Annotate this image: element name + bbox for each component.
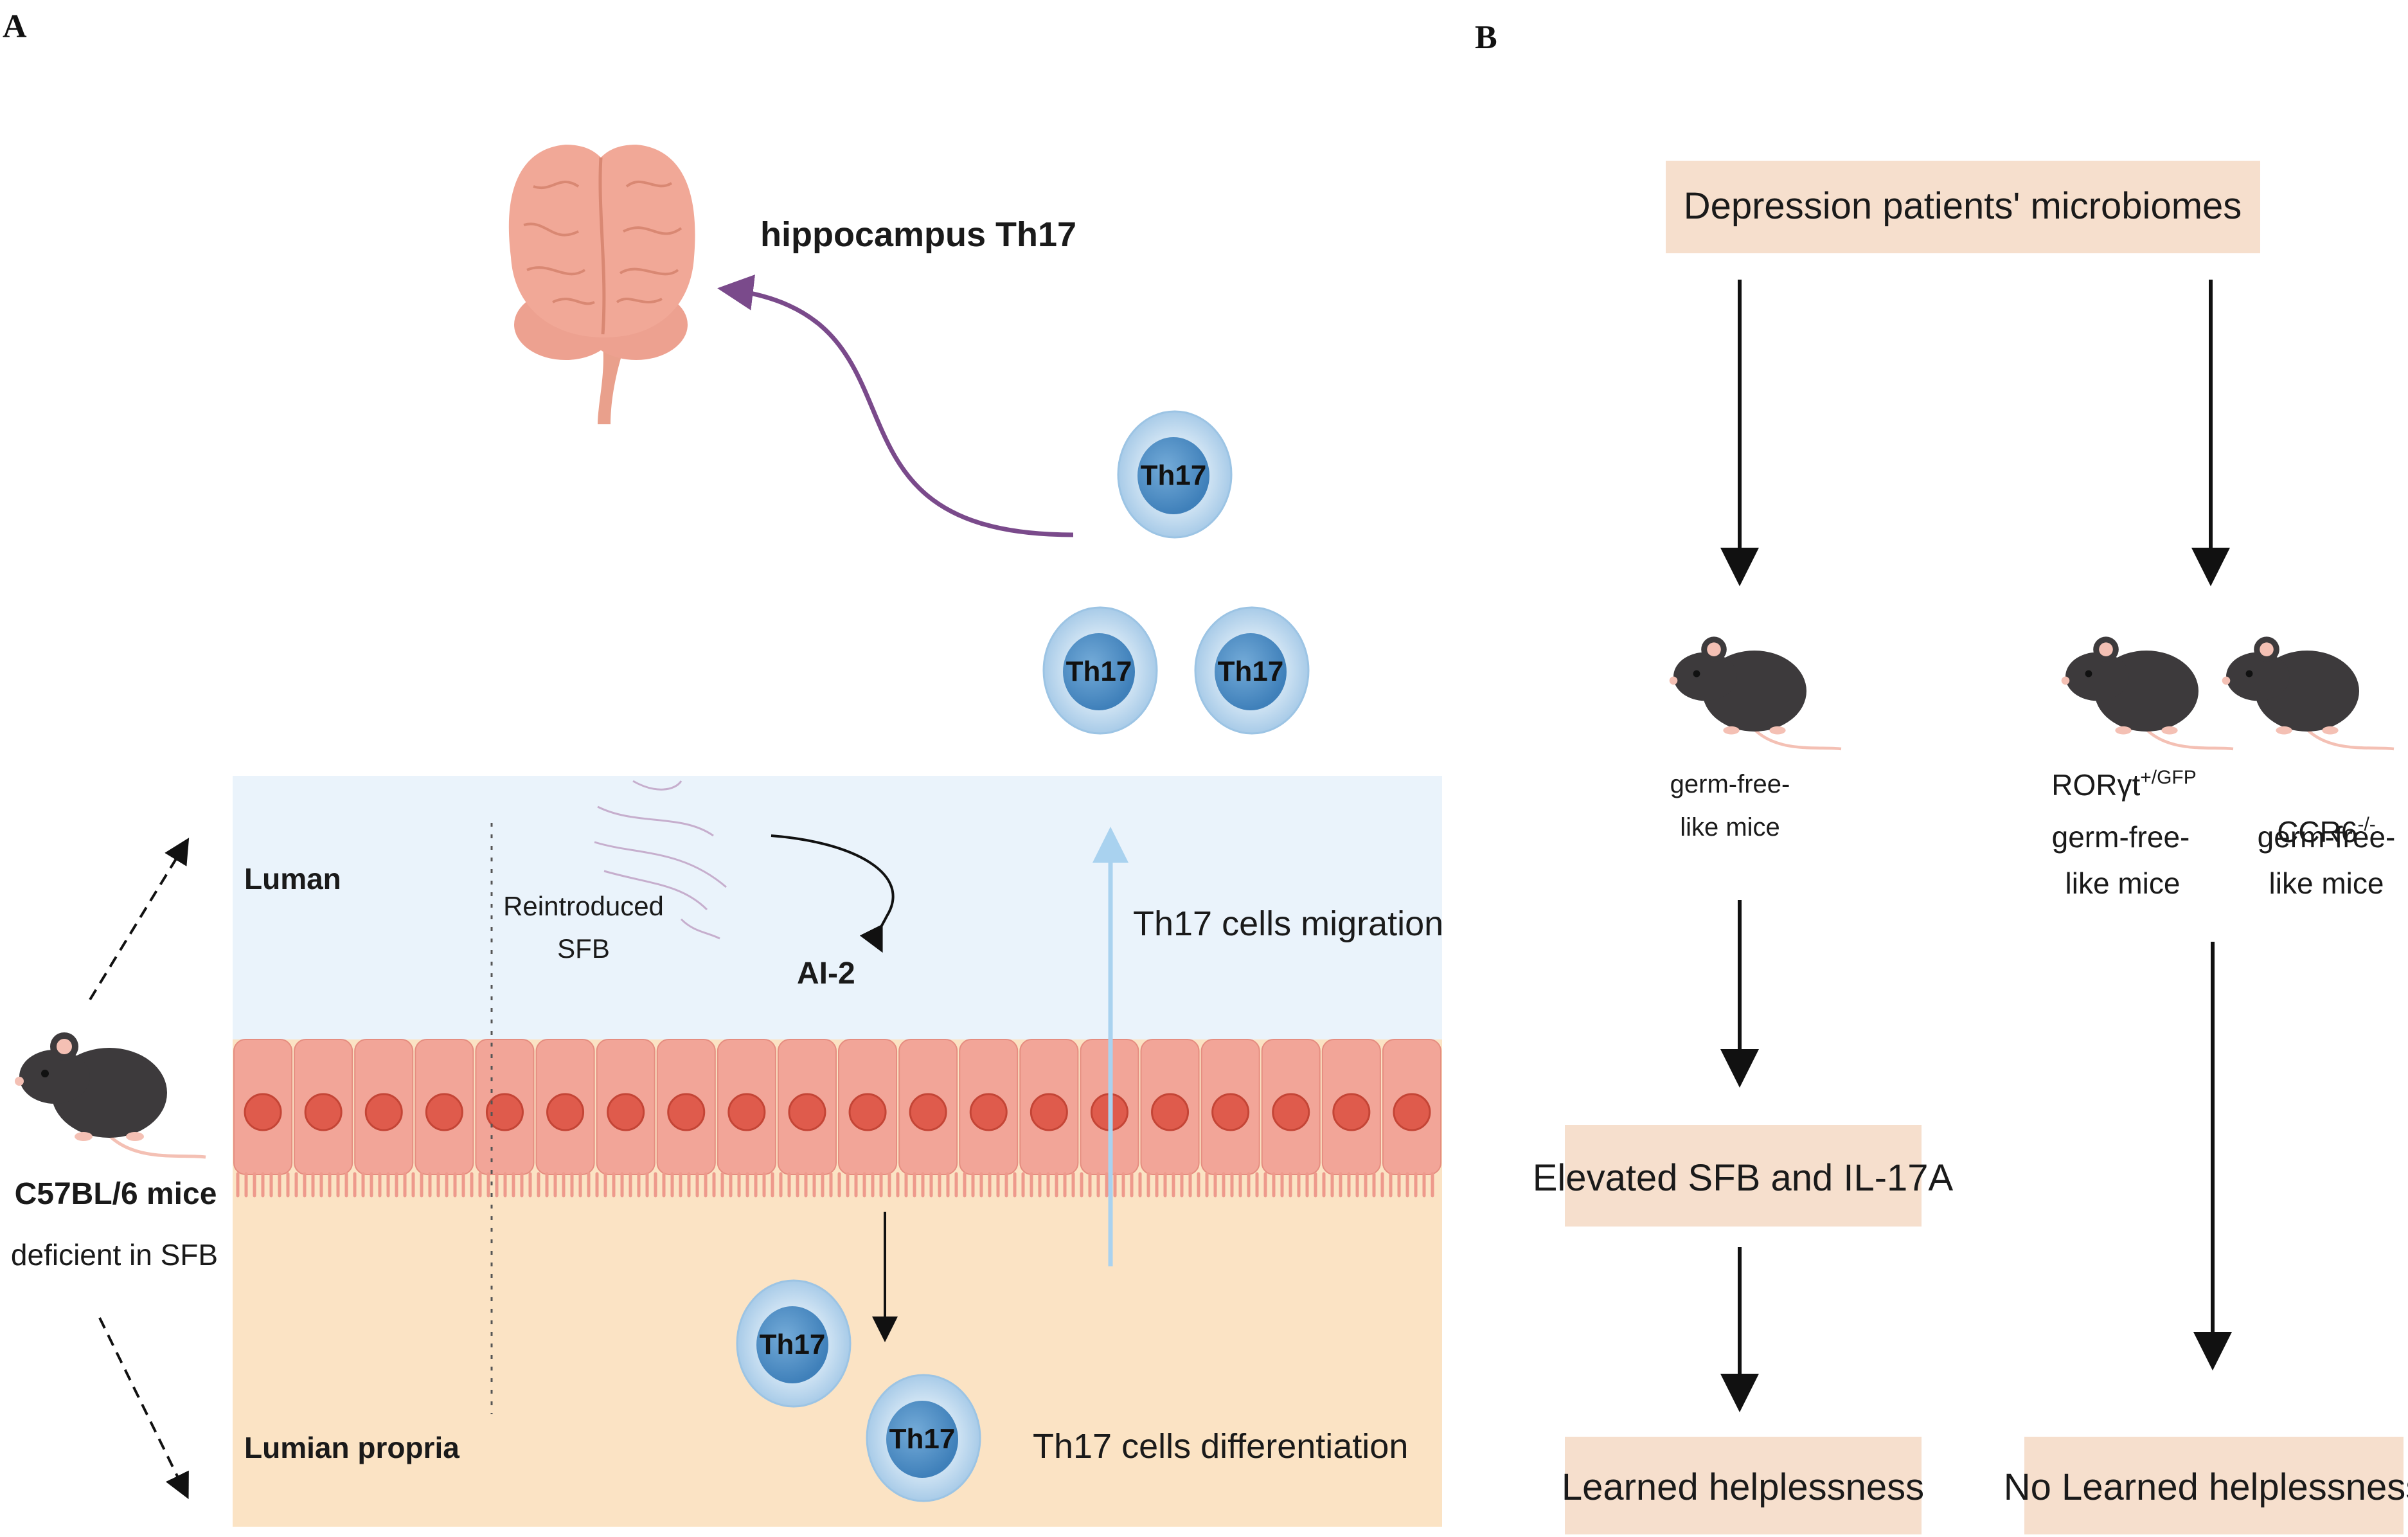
brain-icon [508,145,695,424]
cell-nucleus [909,1093,947,1131]
left-bottom-box-label: Learned helplessness [1562,1466,1924,1508]
ccr6-label-line1: CCR6-/- [2277,814,2376,849]
th17-cell-label: Th17 [760,1329,826,1360]
cell-nucleus [969,1093,1008,1131]
th17-cell-icon: Th17 [1117,410,1233,539]
mouse-label-line1: C57BL/6 mice [15,1177,217,1211]
top-box [1666,161,2260,253]
brain-label: hippocampus Th17 [760,215,1076,254]
migration-label: Th17 cells migration [1133,904,1443,943]
th17-cell-icon: Th17 [866,1374,981,1502]
cell-nucleus [546,1093,585,1131]
panel-b: Depression patients' microbiomes germ-fr… [1533,161,2408,1534]
cell-nucleus [727,1093,766,1131]
cell-nucleus [1151,1093,1190,1131]
cell-nucleus [848,1093,887,1131]
th17-cell-label: Th17 [1218,656,1284,687]
right-bottom-box [2024,1437,2404,1534]
ror-base: RORγt [2051,768,2140,802]
top-box-label: Depression patients' microbiomes [1684,185,2242,227]
sfb-bacteria-icon [594,780,727,940]
cell-nucleus [364,1093,403,1131]
mouse-icon [1670,636,1841,749]
ccr6-label-line3: like mice [2269,867,2384,900]
ror-sup: +/GFP [2140,767,2197,788]
right-bottom-box-label: No Learned helplessness [2004,1466,2408,1508]
left-mouse-label-line1: germ-free- [1670,770,1790,798]
mouse-label-line2: deficient in SFB [11,1238,218,1272]
mouse-icon [2062,636,2233,749]
lumen-region [233,776,1442,1039]
cell-nucleus [425,1093,463,1131]
cell-nucleus [1332,1093,1371,1131]
cell-nucleus [1272,1093,1310,1131]
th17-cell-icon: Th17 [736,1279,852,1408]
reintroduced-label-line2: SFB [557,933,610,964]
cell-nucleus [607,1093,645,1131]
reintroduced-label-line1: Reintroduced [503,891,664,921]
dashed-arrow-down [98,1317,189,1500]
cell-nucleus [1030,1093,1068,1131]
brain-arrow [717,274,1074,537]
luman-label: Luman [244,862,341,895]
left-mouse-label-line2: like mice [1680,813,1780,841]
ror-label-line3: like mice [2065,867,2181,900]
ror-label-line2: germ-free- [2052,820,2190,854]
ai2-arrow [771,834,895,953]
cell-nucleus [244,1093,282,1131]
mouse-icon [2222,636,2394,749]
left-bottom-box [1565,1437,1922,1534]
cell-nucleus [1211,1093,1250,1131]
ccr6-label-line2: germ-free- [2258,820,2396,854]
dashed-arrow-up [89,838,190,1001]
cell-nucleus [1393,1093,1431,1131]
differentiation-label: Th17 cells differentiation [1033,1427,1408,1466]
middle-box [1565,1125,1922,1227]
epithelium-layer [233,1039,1441,1198]
cell-nucleus [485,1093,524,1131]
ror-label-line1: RORγt+/GFP [2051,767,2197,802]
cell-nucleus [788,1093,826,1131]
th17-cell-icon: Th17 [1042,606,1158,735]
middle-box-label: Elevated SFB and IL-17A [1533,1157,1954,1199]
ccr6-base: CCR6 [2277,815,2357,849]
cell-nucleus [304,1093,343,1131]
panel-label-a: A [3,8,27,45]
cell-nucleus [667,1093,706,1131]
mouse-icon [15,1032,206,1157]
panel-label-b: B [1475,19,1497,56]
ai2-label: AI-2 [797,957,855,991]
th17-cell-label: Th17 [1141,460,1207,491]
th17-cell-icon: Th17 [1194,606,1310,735]
th17-cell-label: Th17 [889,1423,956,1455]
th17-cell-label: Th17 [1066,656,1132,687]
ccr6-sup: -/- [2357,814,2375,835]
lumian-propria-label: Lumian propria [244,1431,459,1464]
